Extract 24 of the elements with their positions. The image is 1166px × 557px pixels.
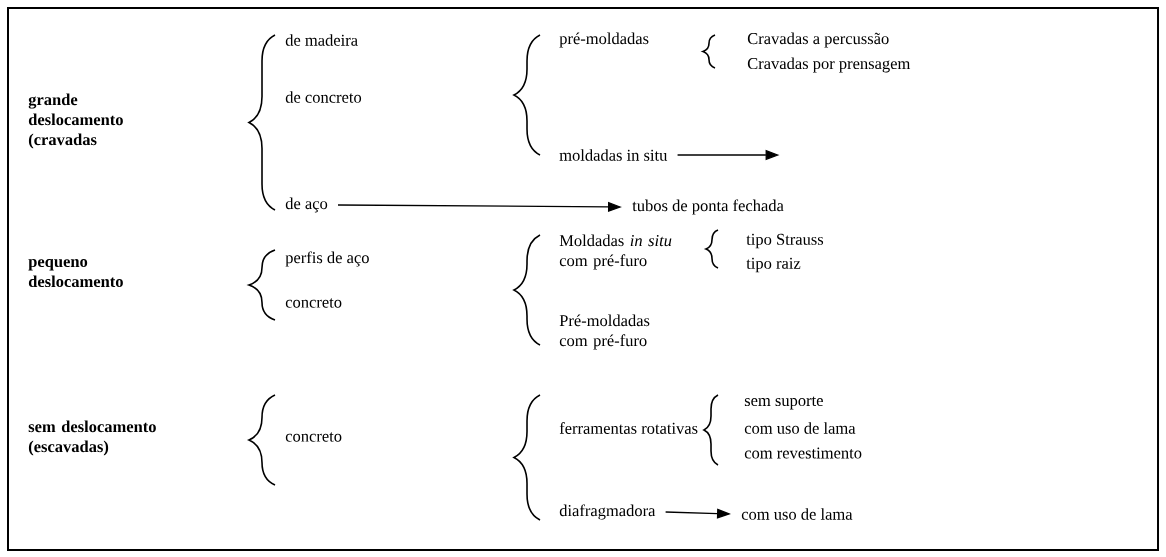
text-label: perfis de aço [285, 251, 369, 267]
text-label: ferramentas rotativas [559, 422, 698, 434]
text-label: de aço [285, 197, 328, 213]
text-label: Moldadas in situ com pré-furo [559, 234, 672, 270]
text-label: concreto [285, 298, 342, 308]
text-label: moldadas in situ [559, 149, 668, 161]
text-label: com revestimento [744, 447, 862, 459]
text-label: com uso de lama [744, 422, 856, 434]
text-label: grande deslocamento (cravadas [28, 93, 123, 149]
text-label: tubos de ponta fechada [632, 199, 784, 215]
text-label: com uso de lama [741, 508, 853, 520]
text-label: diafragmadora [559, 504, 656, 520]
text-label: sem deslocamento (escavadas) [28, 420, 156, 456]
text-label: de concreto [285, 91, 362, 103]
text-label: concreto [285, 432, 342, 442]
text-label: de madeira [285, 34, 358, 46]
text-label: Cravadas a percussão [747, 32, 889, 48]
text-label: tipo Strauss [746, 233, 824, 249]
text-label: Pré-moldadas com pré-furo [559, 314, 650, 350]
text-label: Cravadas por prensagem [747, 57, 911, 73]
text-label: pré-moldadas [559, 32, 649, 48]
text-label: tipo raiz [746, 257, 801, 273]
text-label: pequeno deslocamento [28, 258, 123, 288]
text-label: sem suporte [744, 396, 823, 410]
